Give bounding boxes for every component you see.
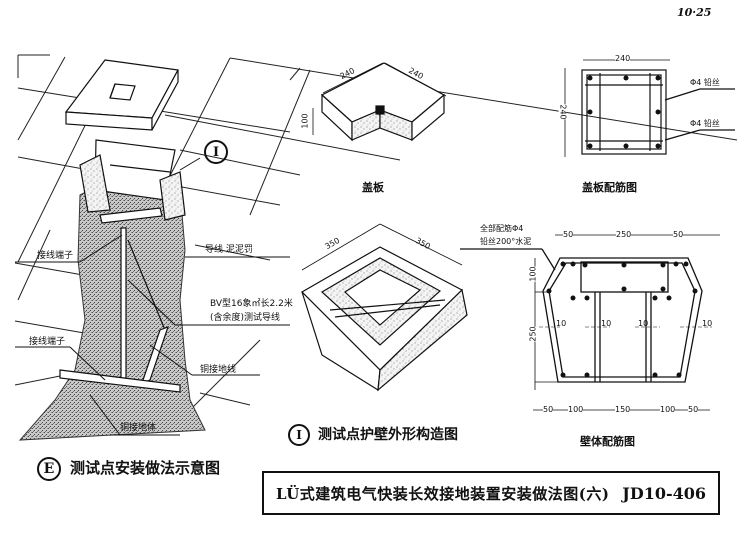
cover-rebar-dim-height: 240 — [558, 104, 568, 120]
body-rebar-caption: 壁体配筋图 — [580, 435, 635, 448]
guard-box — [79, 139, 186, 221]
cover-rebar-dim-width: 240 — [615, 54, 631, 63]
label-terminal-2: 接线端子 — [29, 337, 66, 347]
guard-shape-drawing — [301, 223, 468, 392]
drawing-code: JD10-406 — [622, 483, 706, 503]
guard-marker-circle: I — [288, 424, 310, 446]
lid — [64, 59, 179, 131]
label-terminal-1: 接线端子 — [37, 251, 74, 261]
body-dim-bottom-0: 50 — [543, 405, 554, 414]
body-dim-bottom-4: 50 — [688, 405, 699, 414]
body-dim-top-0: 50 — [563, 230, 574, 239]
body-dim-wall-3: 10 — [702, 319, 713, 328]
label-wire-cement: 导线 泥泥罚 — [205, 245, 253, 255]
body-note-line2: 铅丝200°水泥 — [480, 237, 532, 246]
label-test-wire-line1: BV型16象㎡长2.2米 — [210, 299, 293, 309]
detail-marker-text: I — [212, 144, 220, 160]
body-dim-bottom-2: 150 — [615, 405, 631, 414]
page-number: 10·25 — [677, 6, 712, 19]
cover-rebar-drawing — [564, 59, 735, 157]
body-dim-top-1: 250 — [616, 230, 632, 239]
body-dim-wall-1: 10 — [601, 319, 612, 328]
body-dim-bottom-3: 100 — [660, 405, 676, 414]
body-dim-bottom-1: 100 — [568, 405, 584, 414]
main-drawing-title: 测试点安装做法示意图 — [70, 459, 221, 477]
cover-plate-drawing — [312, 62, 447, 142]
detail-marker-circle: I — [204, 140, 228, 164]
soil-mass — [18, 184, 206, 441]
cover-rebar-wire-bottom: Φ4 铅丝 — [690, 119, 720, 128]
cover-rebar-wire-top: Φ4 铅丝 — [690, 78, 720, 87]
leader-lines — [15, 234, 290, 436]
body-dim-left-1: 250 — [528, 326, 538, 342]
label-test-wire-line2: (含余度)测试导线 — [210, 313, 281, 323]
main-marker-text: E — [43, 461, 55, 477]
body-rebar-drawing — [460, 234, 720, 411]
label-copper-ground-wire: 铜接地线 — [200, 365, 237, 375]
guard-marker-text: I — [296, 428, 302, 442]
title-block: LÜ式建筑电气快装长效接地装置安装做法图(六) JD10-406 — [262, 471, 720, 515]
drawing-title: LÜ式建筑电气快装长效接地装置安装做法图(六) — [276, 484, 610, 503]
label-copper-ground-body: 铜接地体 — [120, 423, 157, 433]
body-dim-wall-2: 10 — [638, 319, 649, 328]
cover-rebar-caption: 盖板配筋图 — [582, 181, 637, 194]
body-note-line1: 全部配筋Φ4 — [480, 224, 524, 233]
cover-dim-height: 100 — [300, 113, 310, 129]
body-dim-left-0: 100 — [528, 266, 538, 282]
test-rod — [59, 207, 181, 393]
body-dim-top-2: 50 — [673, 230, 684, 239]
guard-shape-caption: 测试点护壁外形构造图 — [318, 427, 458, 443]
body-dim-wall-0: 10 — [556, 319, 567, 328]
main-marker-circle: E — [37, 457, 61, 481]
cover-plate-caption: 盖板 — [362, 181, 384, 194]
